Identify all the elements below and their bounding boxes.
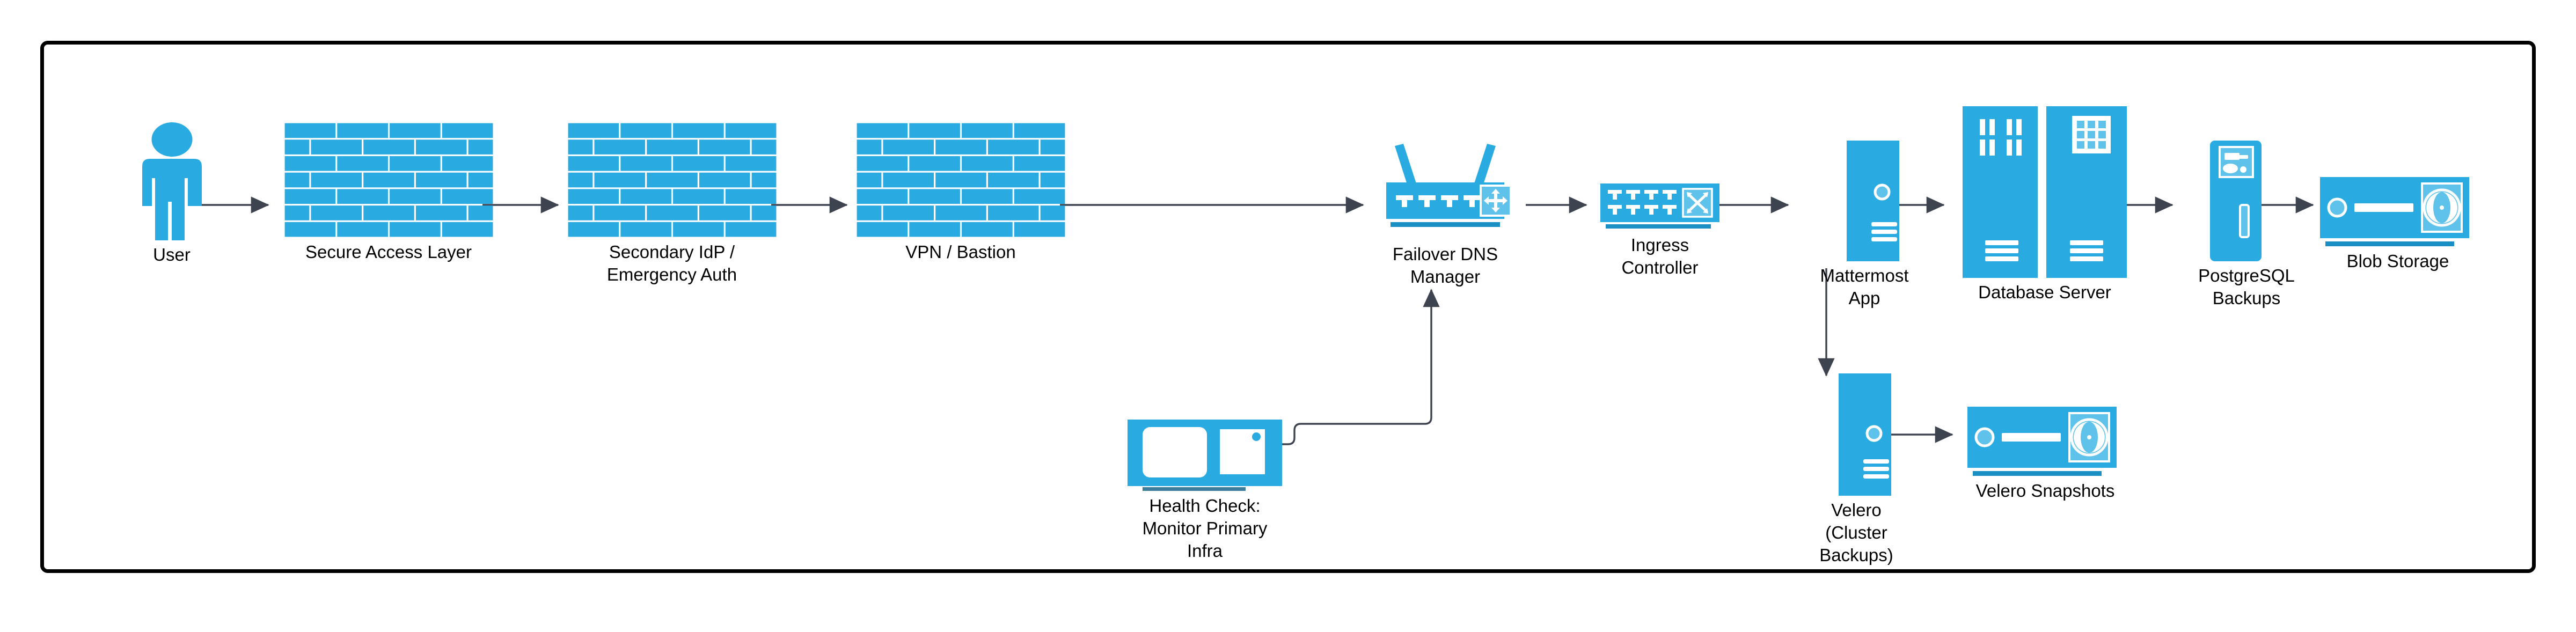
node-secondary-idp[interactable]: Secondary IdP / Emergency Auth (559, 122, 785, 286)
node-vpn-bastion[interactable]: VPN / Bastion (848, 122, 1073, 263)
node-postgresql-backups[interactable]: PostgreSQL Backups (2171, 141, 2322, 310)
backup-tower-icon (2210, 141, 2283, 261)
node-ingress-controller[interactable]: Ingress Controller (1587, 182, 1732, 279)
firewall-icon (566, 122, 778, 238)
node-mattermost-app-label: Mattermost App (1820, 266, 1909, 308)
node-health-check-label: Health Check: Monitor Primary Infra (1142, 496, 1268, 561)
diagram-outer-border (40, 41, 2536, 573)
node-user[interactable]: User (107, 122, 236, 266)
node-failover-dns-manager[interactable]: Failover DNS Manager (1357, 141, 1534, 288)
node-ingress-controller-label: Ingress Controller (1621, 235, 1699, 278)
node-velero-label: Velero (Cluster Backups) (1819, 500, 1893, 565)
node-secure-access-layer-label: Secure Access Layer (305, 242, 472, 262)
node-velero-snapshots[interactable]: Velero Snapshots (1951, 407, 2139, 502)
monitor-icon (1128, 420, 1282, 491)
node-secondary-idp-label: Secondary IdP / Emergency Auth (606, 242, 737, 285)
node-database-server[interactable]: Database Server (1943, 106, 2147, 304)
storage-unit-icon (1967, 407, 2123, 476)
node-health-check[interactable]: Health Check: Monitor Primary Infra (1116, 420, 1293, 563)
node-postgresql-backups-label: PostgreSQL Backups (2198, 266, 2295, 308)
storage-unit-icon (2320, 177, 2476, 247)
node-velero[interactable]: Velero (Cluster Backups) (1789, 373, 1923, 567)
wireless-router-icon (1365, 141, 1526, 240)
node-user-label: User (153, 245, 191, 264)
server-rack-pair-icon (1963, 106, 2127, 278)
node-database-server-label: Database Server (1978, 282, 2111, 302)
network-switch-icon (1599, 182, 1721, 231)
node-vpn-bastion-label: VPN / Bastion (905, 242, 1016, 262)
firewall-icon (855, 122, 1067, 238)
node-secure-access-layer[interactable]: Secure Access Layer (270, 122, 507, 263)
node-blob-storage-label: Blob Storage (2346, 251, 2449, 271)
node-mattermost-app[interactable]: Mattermost App (1789, 141, 1940, 310)
node-velero-snapshots-label: Velero Snapshots (1975, 481, 2115, 501)
server-tower-icon (1829, 141, 1899, 261)
node-blob-storage[interactable]: Blob Storage (2312, 177, 2484, 273)
firewall-icon (283, 122, 495, 238)
user-icon (130, 122, 214, 240)
node-failover-dns-manager-label: Failover DNS Manager (1392, 244, 1498, 287)
server-tower-icon (1821, 373, 1891, 496)
